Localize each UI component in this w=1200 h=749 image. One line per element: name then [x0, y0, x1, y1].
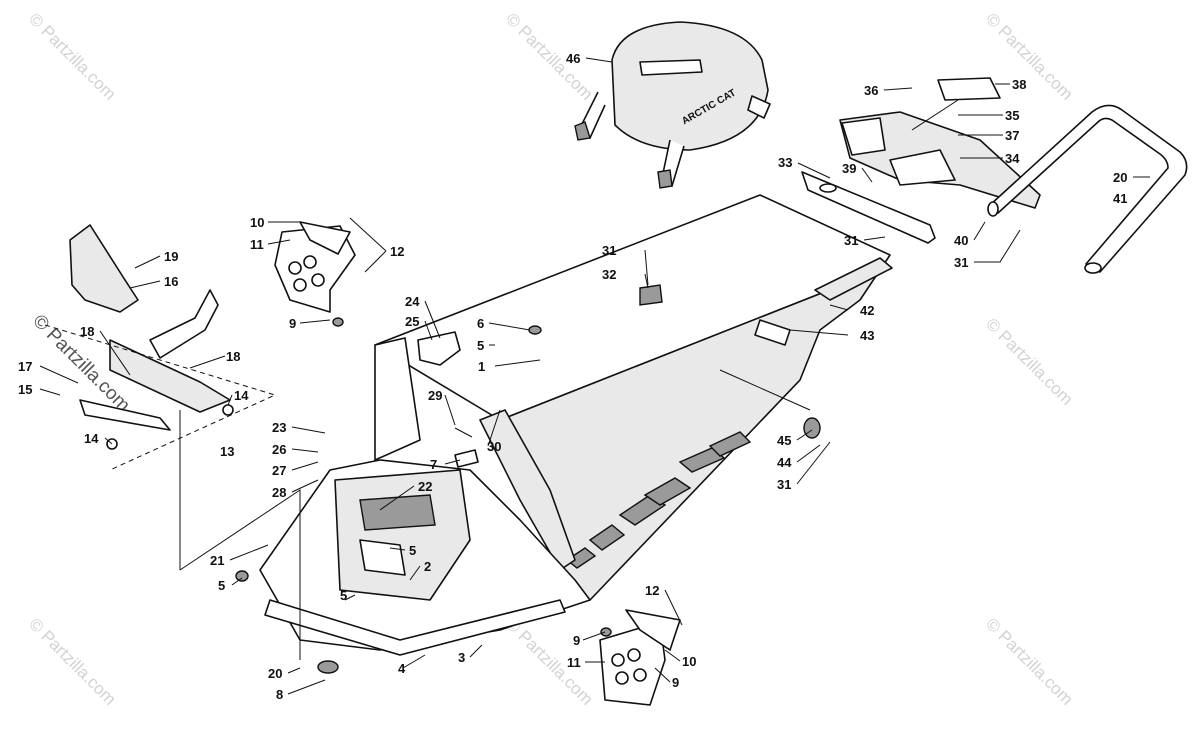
callout-label: 23 — [272, 420, 286, 435]
callout-label: 44 — [777, 455, 792, 470]
callout-label: 10 — [250, 215, 264, 230]
callout-label: 39 — [842, 161, 856, 176]
callout-label: 38 — [1012, 77, 1026, 92]
callout-label: 9 — [289, 316, 296, 331]
callout-label: 5 — [409, 543, 416, 558]
taillight-assembly — [801, 77, 1041, 244]
callout-label: 16 — [164, 274, 178, 289]
callout-label: 18 — [80, 324, 94, 339]
watermark: © Partzilla.com — [502, 9, 596, 103]
callout-label: 40 — [954, 233, 968, 248]
callouts: 46 36 38 35 37 34 33 39 20 41 40 31 31 1… — [18, 51, 1127, 702]
side-vent-panel-right — [599, 609, 681, 706]
callout-label: 31 — [602, 243, 616, 258]
callout-label: 33 — [778, 155, 792, 170]
callout-label: 46 — [566, 51, 580, 66]
callout-label: 32 — [602, 267, 616, 282]
callout-label: 11 — [567, 655, 581, 670]
callout-label: 13 — [220, 444, 234, 459]
callout-label: 9 — [672, 675, 679, 690]
callout-label: 18 — [226, 349, 240, 364]
callout-label: 31 — [954, 255, 968, 270]
callout-label: 9 — [573, 633, 580, 648]
callout-label: 17 — [18, 359, 32, 374]
callout-label: 24 — [405, 294, 420, 309]
side-vent-panel-left — [274, 221, 356, 327]
callout-label: 36 — [864, 83, 878, 98]
callout-label: 28 — [272, 485, 286, 500]
small-parts — [235, 284, 821, 582]
callout-label: 5 — [340, 588, 347, 603]
callout-label: 45 — [777, 433, 791, 448]
callout-label: 14 — [84, 431, 99, 446]
callout-label: 31 — [844, 233, 858, 248]
callout-label: 19 — [164, 249, 178, 264]
callout-label: 1 — [478, 359, 485, 374]
callout-label: 30 — [487, 439, 501, 454]
callout-label: 7 — [430, 457, 437, 472]
callout-label: 37 — [1005, 128, 1019, 143]
callout-label: 14 — [234, 388, 249, 403]
callout-label: 29 — [428, 388, 442, 403]
seat-part: ARCTIC CAT — [574, 21, 771, 189]
watermark: © Partzilla.com — [25, 9, 119, 103]
callout-label: 6 — [477, 316, 484, 331]
callout-label: 8 — [276, 687, 283, 702]
callout-label: 41 — [1113, 191, 1127, 206]
callout-label: 5 — [477, 338, 484, 353]
watermark: © Partzilla.com — [982, 614, 1076, 708]
callout-label: 11 — [250, 237, 264, 252]
callout-label: 35 — [1005, 108, 1019, 123]
leader-lines — [39, 57, 1150, 695]
chassis-tunnel — [259, 194, 893, 674]
callout-label: 15 — [18, 382, 32, 397]
callout-label: 20 — [268, 666, 282, 681]
callout-label: 2 — [424, 559, 431, 574]
callout-label: 5 — [218, 578, 225, 593]
callout-label: 20 — [1113, 170, 1127, 185]
watermark: © Partzilla.com — [25, 614, 119, 708]
callout-label: 42 — [860, 303, 874, 318]
callout-label: 27 — [272, 463, 286, 478]
callout-label: 26 — [272, 442, 286, 457]
callout-label: 25 — [405, 314, 419, 329]
callout-label: 43 — [860, 328, 874, 343]
callout-label: 3 — [458, 650, 465, 665]
callout-label: 21 — [210, 553, 224, 568]
watermark: © Partzilla.com — [982, 314, 1076, 408]
callout-label: 31 — [777, 477, 791, 492]
callout-label: 12 — [390, 244, 404, 259]
callout-label: 34 — [1005, 151, 1020, 166]
callout-label: 22 — [418, 479, 432, 494]
watermark: © Partzilla.com — [502, 614, 596, 708]
callout-label: 4 — [398, 661, 406, 676]
callout-label: 10 — [682, 654, 696, 669]
front-bracket-assembly — [44, 224, 277, 471]
callout-label: 12 — [645, 583, 659, 598]
rear-bumper — [987, 104, 1188, 274]
